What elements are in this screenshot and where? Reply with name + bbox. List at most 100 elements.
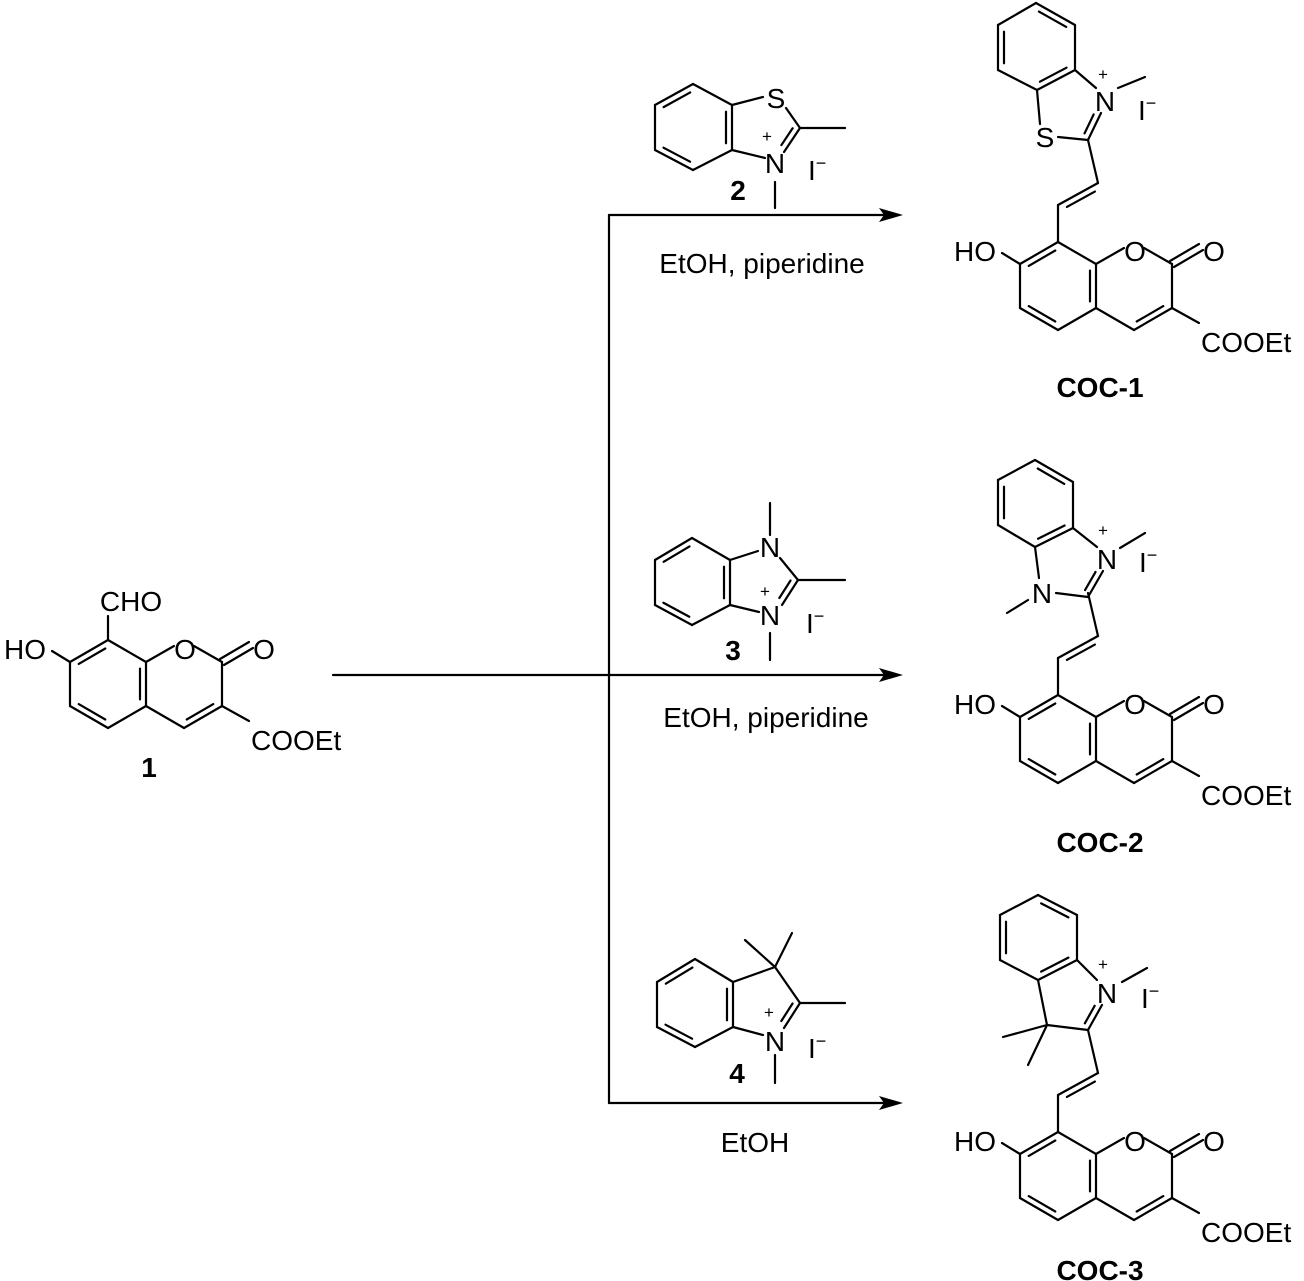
gem-methyl-bond [773,931,794,969]
bond [731,1025,765,1037]
bond [693,957,735,984]
bond [996,68,1039,92]
nitrogen-label: N [760,600,780,631]
carbonyl-bond [222,646,255,667]
double-bond-line [1036,467,1066,485]
ester-bond [1170,759,1201,778]
n-methyl-bond [1118,531,1147,550]
bond [192,644,224,664]
bond [68,638,110,664]
bond [1035,88,1042,126]
double-bond-line [1027,1195,1057,1213]
ring-oxygen-label: O [1124,689,1146,720]
n-methyl-bond [1116,75,1147,90]
positive-charge: + [762,127,772,146]
positive-charge: + [760,582,770,601]
bond [998,893,1040,917]
bond [773,965,802,1005]
double-bond-line [1040,956,1070,973]
double-bond-line [1083,570,1097,592]
vinyl-bond [1056,634,1100,660]
nitrogen-label: N [765,148,785,179]
arrowhead [879,1096,903,1110]
double-bond-line [1065,1080,1096,1099]
bond [728,603,761,614]
double-bond-line [664,1023,694,1040]
ester-label: COOEt [1201,327,1291,358]
compound-label-4: 4 [729,1058,745,1089]
bond [1094,699,1126,719]
product-label-coc-3: COC-3 [1056,1255,1143,1281]
bond [1035,68,1077,92]
bond [690,603,732,627]
nitrogen-label: N [1097,544,1117,575]
iodide-counterion: I− [808,1031,826,1064]
bond [653,148,695,172]
double-bond-line [77,647,107,665]
double-bond-line [1135,305,1165,323]
double-bond-line [1083,1004,1096,1025]
hydroxyl-bond [1000,251,1022,266]
positive-charge: + [1098,955,1108,974]
bond [1056,240,1098,266]
bond [1086,569,1105,599]
iodide-counterion: I− [1141,981,1159,1014]
hydroxyl-bond [50,649,72,664]
bond [782,126,802,154]
double-bond-line [662,545,691,563]
bond [1054,591,1090,599]
vinyl-bond [1086,1028,1100,1075]
carbonyl-bond [1172,701,1205,722]
vinyl-bond [1056,181,1100,207]
bond [728,549,760,562]
double-bond-line [1135,1195,1165,1213]
double-bond-line [1065,190,1096,209]
compound-label-3: 3 [725,635,741,666]
bond [1142,246,1174,266]
bond [996,1,1038,27]
double-bond-line [1027,702,1057,720]
n-methyl-bond [1005,598,1030,615]
ester-label: COOEt [251,725,341,756]
bond [653,536,694,562]
bond [655,957,697,984]
double-bond-line [1038,66,1068,83]
bond [1036,958,1079,982]
positive-charge: + [764,1003,774,1022]
bond [1056,1130,1098,1156]
ester-label: COOEt [1201,1217,1291,1248]
bond [691,82,734,107]
bond [778,556,800,582]
hydroxyl-label: HO [954,236,996,267]
bond [1132,759,1174,785]
double-bond-line [662,91,692,109]
bond [784,106,802,130]
arrowhead [879,668,903,682]
double-bond-line [1037,10,1068,29]
bond [655,1025,697,1049]
bond [106,704,148,730]
hydroxyl-label: HO [954,689,996,720]
bond [996,523,1037,549]
conditions-label-1: EtOH, piperidine [659,248,864,279]
carbonyl-oxygen-label: O [1203,689,1225,720]
nitrogen-label: N [765,1026,785,1057]
bond [1094,1136,1126,1156]
double-bond-line [185,703,215,721]
bond [182,704,224,730]
nitrogen-label: N [1032,578,1052,609]
sulfur-label: S [767,83,786,114]
hydroxyl-bond [1000,1141,1022,1156]
carbonyl-bond [1168,695,1201,716]
iodide-counterion: I− [806,606,824,639]
ester-label: COOEt [1201,780,1291,811]
iodide-counterion: I− [808,153,826,186]
bond [1033,545,1041,580]
bond [690,536,732,562]
arrowhead [879,208,903,222]
bond [691,148,734,172]
double-bond-line [1036,524,1066,540]
vinyl-bond [1056,1071,1100,1097]
bond [1018,1196,1060,1222]
